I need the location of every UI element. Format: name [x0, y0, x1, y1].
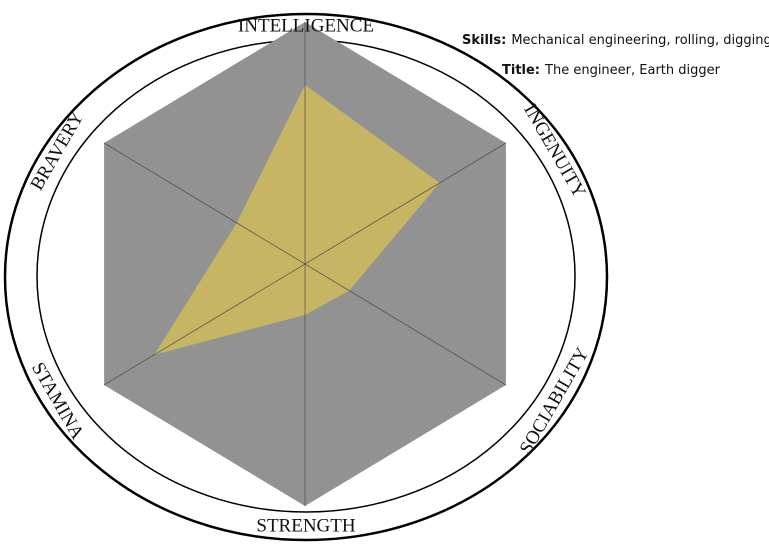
outer-ring: [3, 12, 609, 542]
title-value: The engineer, Earth digger: [545, 63, 720, 78]
axis-label-stamina: STAMINA: [27, 359, 88, 443]
axis-label-strength: STRENGTH: [256, 516, 356, 537]
title-label: Title:: [502, 63, 541, 78]
data-polygon: [154, 84, 440, 355]
axis-label-intelligence: INTELLIGENCE: [238, 16, 374, 37]
skills-line: Skills: Mechanical engineering, rolling, …: [462, 33, 769, 48]
title-line: Title: The engineer, Earth digger: [502, 63, 720, 78]
axis-line: [103, 142, 507, 386]
skills-label: Skills:: [462, 33, 507, 48]
skills-value: Mechanical engineering, rolling, digging: [511, 33, 769, 48]
axis-label-bravery: BRAVERY: [27, 108, 89, 194]
axis-label-sociability: SOCIABILITY: [516, 344, 594, 458]
